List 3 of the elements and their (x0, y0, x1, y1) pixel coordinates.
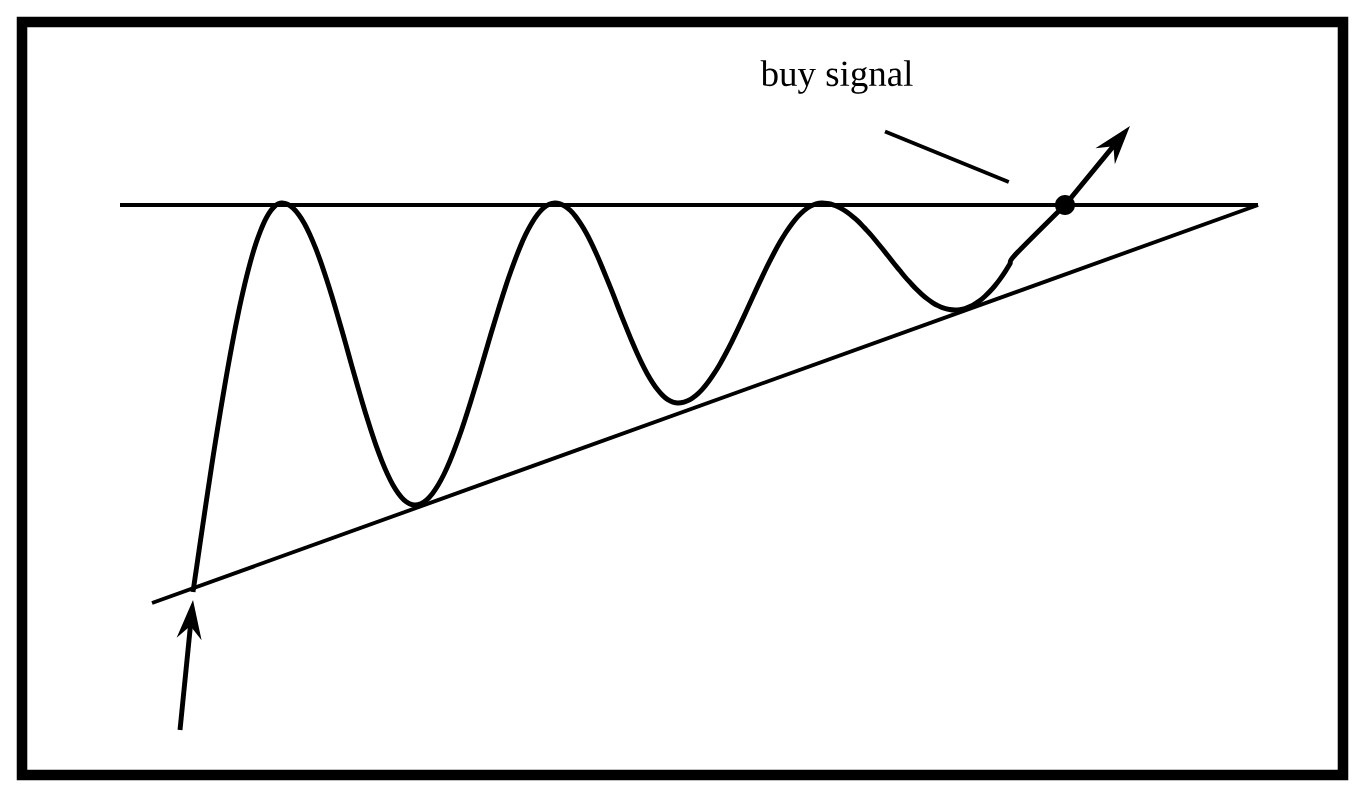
breakout-dot (1055, 195, 1075, 215)
leader-line (884, 129, 1010, 184)
annotation-label: buy signal (760, 60, 913, 94)
